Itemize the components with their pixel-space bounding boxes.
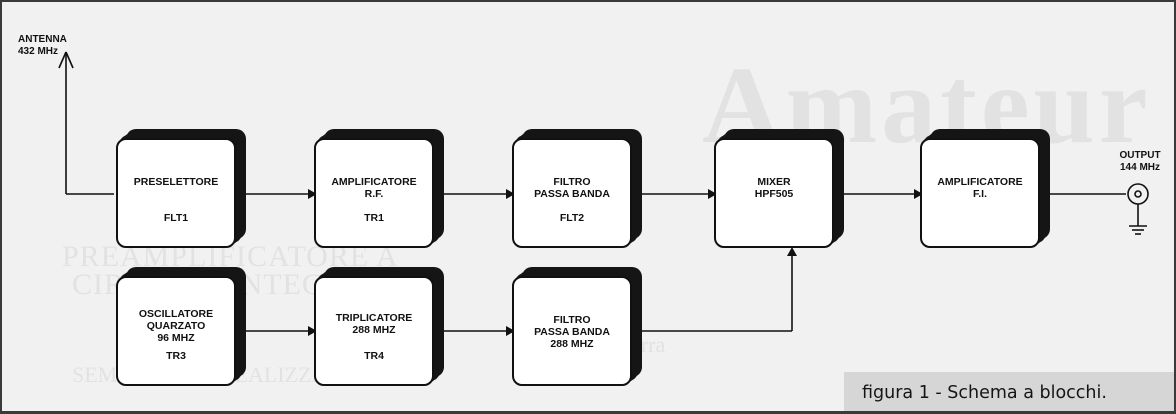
antenna-icon — [58, 51, 67, 69]
output-connector-icon — [1127, 183, 1149, 205]
block-oscillatore: OSCILLATORE QUARZATO 96 MHz TR3 — [116, 276, 236, 386]
block-title: AMPLIFICATORE — [937, 176, 1023, 188]
block-subtitle: F.I. — [972, 188, 987, 200]
block-triplicatore: TRIPLICATORE 288 MHz TR4 — [314, 276, 434, 386]
block-mixer: MIXER HPF505 — [714, 138, 834, 248]
block-amplificatore-rf: AMPLIFICATORE R.F. TR1 — [314, 138, 434, 248]
block-filtro-passa-banda-1: FILTRO PASSA BANDA FLT2 — [512, 138, 632, 248]
block-title: PRESELETTORE — [133, 176, 219, 188]
antenna-freq: 432 MHz — [18, 46, 59, 57]
caption-text: figura 1 - Schema a blocchi. — [862, 383, 1107, 403]
block-preselettore: PRESELETTORE FLT1 — [116, 138, 236, 248]
block-title: FILTRO — [553, 176, 591, 188]
figure-caption: figura 1 - Schema a blocchi. — [844, 372, 1174, 411]
block-title: FILTRO — [553, 314, 591, 326]
block-subtitle: PASSA BANDA — [534, 188, 610, 200]
block-ref: TR4 — [364, 350, 384, 362]
block-title: MIXER — [757, 176, 791, 188]
output-label: OUTPUT 144 MHz — [1110, 150, 1170, 174]
block-ref: TR3 — [166, 350, 186, 362]
block-title: OSCILLATORE — [138, 308, 214, 320]
block-subtitle: HPF505 — [754, 188, 794, 200]
block-ref: FLT1 — [163, 212, 189, 224]
antenna-label-text: ANTENNA — [18, 34, 67, 45]
block-title: TRIPLICATORE — [335, 312, 413, 324]
block-subtitle: R.F. — [364, 188, 384, 200]
antenna-label: ANTENNA 432 MHz — [18, 34, 78, 58]
output-label-text: OUTPUT — [1119, 150, 1161, 161]
block-ref: FLT2 — [559, 212, 585, 224]
block-title: AMPLIFICATORE — [331, 176, 417, 188]
block-ref: TR1 — [364, 212, 384, 224]
block-subtitle: QUARZATO — [146, 320, 206, 332]
block-filtro-passa-banda-2: FILTRO PASSA BANDA 288 MHz — [512, 276, 632, 386]
block-amplificatore-fi: AMPLIFICATORE F.I. — [920, 138, 1040, 248]
output-freq: 144 MHz — [1119, 162, 1160, 173]
block-frequency: 288 MHz — [352, 324, 396, 336]
block-subtitle: PASSA BANDA — [534, 326, 610, 338]
block-frequency: 288 MHz — [550, 338, 594, 350]
block-frequency: 96 MHz — [157, 332, 195, 344]
